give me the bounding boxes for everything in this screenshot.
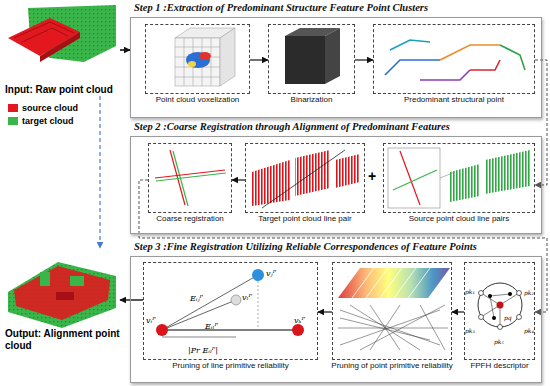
panel-caption-holder: Predominant structural point — [369, 95, 539, 104]
step-title: Step 1 :Extraction of Predominant Struct… — [134, 2, 428, 13]
math-label: pq — [504, 314, 512, 321]
math-label: Eᵢₗᴾ — [205, 322, 218, 331]
sub-panel: FPFH descriptor — [464, 262, 535, 360]
point-pruning-sketch — [338, 268, 450, 350]
step-title-holder: Step 2 :Coarse Registration through Alig… — [134, 120, 450, 133]
legend-text: target cloud — [22, 116, 74, 126]
panel-caption: Predominant structural point — [404, 95, 504, 104]
image-caption-holder: Output: Alignment point cloud — [5, 328, 120, 352]
sub-panel: Binarization — [268, 24, 355, 94]
math-label-holder: pq — [504, 307, 512, 323]
math-label: pk₄ — [524, 327, 534, 334]
math-label-holder: vₗᴾ — [242, 287, 252, 303]
panel-caption-holder: Pruning of line primitive reliability — [138, 361, 323, 370]
sub-panel: Pruning of line primitive reliability — [143, 262, 318, 360]
math-label: vₖᴾ — [294, 316, 305, 325]
connector — [120, 299, 143, 300]
panel-caption: Pruning of line primitive reliability — [172, 361, 289, 370]
math-label-holder: Eᵢⱼᴾ — [190, 288, 203, 304]
connector — [120, 49, 130, 51]
math-label-holder: vᵢᴾ — [146, 310, 156, 326]
source-facades — [388, 148, 530, 208]
sub-panel: Source point cloud line pairs — [383, 143, 535, 213]
step-title-holder: Step 1 :Extraction of Predominant Struct… — [134, 1, 428, 14]
panel-caption-holder: Source point cloud line pairs — [380, 214, 538, 223]
math-label-holder: |Pr Eᵢₗᴾ| — [188, 340, 218, 356]
legend-swatch — [8, 117, 18, 125]
math-label-holder: Eᵢₗᴾ — [205, 316, 218, 332]
math-label-holder: pk₅ — [494, 331, 504, 347]
step-title: Step 3 :Fine Registration Utilizing Reli… — [134, 241, 477, 252]
image-caption: Input: Raw point cloud — [5, 84, 113, 95]
math-label-holder: vₖᴾ — [294, 310, 305, 326]
step-panel: Step 3 :Fine Registration Utilizing Reli… — [130, 256, 542, 383]
math-label: Eᵢⱼᴾ — [190, 294, 203, 303]
math-label-holder: pk₄ — [524, 320, 534, 336]
math-label: |Pr Eᵢₗᴾ| — [188, 346, 218, 355]
legend-row: target cloud — [8, 114, 78, 127]
connector — [318, 311, 332, 312]
panel-caption: Binarization — [291, 95, 333, 104]
step-panel: Step 2 :Coarse Registration through Alig… — [130, 136, 542, 234]
math-label: pk₂ — [524, 289, 534, 296]
panel-caption: Pruning of point primitive reliability — [331, 361, 452, 370]
sub-panel: Predominant structural point — [373, 24, 535, 94]
voxel-cube — [175, 28, 235, 86]
panel-caption: Target point cloud line pair — [258, 214, 351, 223]
math-label-holder: vⱼᴾ — [266, 263, 276, 279]
sub-panel: Target point cloud line pair — [245, 143, 365, 213]
raw-point-cloud — [8, 5, 116, 62]
math-label: vₗᴾ — [242, 293, 252, 302]
plus-sign-holder: + — [368, 168, 376, 184]
image-panel: Output: Alignment point cloud — [5, 248, 120, 352]
connector — [99, 96, 100, 248]
panel-caption-holder: Point cloud voxelization — [137, 95, 258, 104]
sub-panel: Point cloud voxelization — [145, 24, 250, 94]
connector — [452, 311, 464, 312]
math-label: vⱼᴾ — [266, 269, 276, 278]
math-label: pk₃ — [465, 327, 475, 334]
connector — [250, 59, 268, 60]
math-label-holder: pk₂ — [524, 282, 534, 298]
connector — [355, 59, 373, 60]
image-panel: Input: Raw point cloud — [5, 4, 120, 96]
sub-panel: Coarse registration — [148, 143, 232, 213]
panel-caption-holder: FPFH descriptor — [462, 361, 538, 370]
legend-swatch — [8, 104, 18, 112]
panel-caption-holder: Coarse registration — [140, 214, 240, 223]
sub-panel: Pruning of point primitive reliability — [332, 262, 452, 360]
panel-caption: FPFH descriptor — [470, 361, 528, 370]
legend-text: source cloud — [22, 103, 78, 113]
panel-caption-holder: Target point cloud line pair — [237, 214, 373, 223]
math-label-holder: pk₁ — [465, 281, 475, 297]
aligned-point-cloud — [8, 262, 116, 328]
plus-sign: + — [368, 168, 376, 184]
legend: source cloud target cloud — [8, 101, 78, 127]
line-pruning-sketch — [156, 269, 304, 337]
image-caption-holder: Input: Raw point cloud — [5, 84, 120, 96]
step-title: Step 2 :Coarse Registration through Alig… — [134, 121, 450, 132]
fpfh-graph — [478, 283, 522, 330]
math-label: vᵢᴾ — [146, 316, 156, 325]
panel-caption: Point cloud voxelization — [156, 95, 240, 104]
panel-caption-holder: Binarization — [260, 95, 363, 104]
legend-row: source cloud — [8, 101, 78, 114]
math-label: pk₅ — [494, 338, 504, 345]
image-caption: Output: Alignment point cloud — [5, 328, 120, 351]
coarse-lines — [155, 150, 226, 206]
connector — [232, 179, 245, 180]
structure-lines — [385, 40, 525, 80]
target-facades — [252, 150, 360, 208]
panel-caption: Source point cloud line pairs — [409, 214, 510, 223]
step-title-holder: Step 3 :Fine Registration Utilizing Reli… — [134, 240, 477, 253]
panel-caption: Coarse registration — [156, 214, 224, 223]
connector — [535, 60, 547, 185]
panel-caption-holder: Pruning of point primitive reliability — [317, 361, 467, 370]
math-label: pk₁ — [465, 288, 475, 295]
step-panel: Step 1 :Extraction of Predominant Struct… — [130, 17, 542, 118]
math-label-holder: pk₃ — [465, 320, 475, 336]
binary-volume — [285, 28, 340, 84]
